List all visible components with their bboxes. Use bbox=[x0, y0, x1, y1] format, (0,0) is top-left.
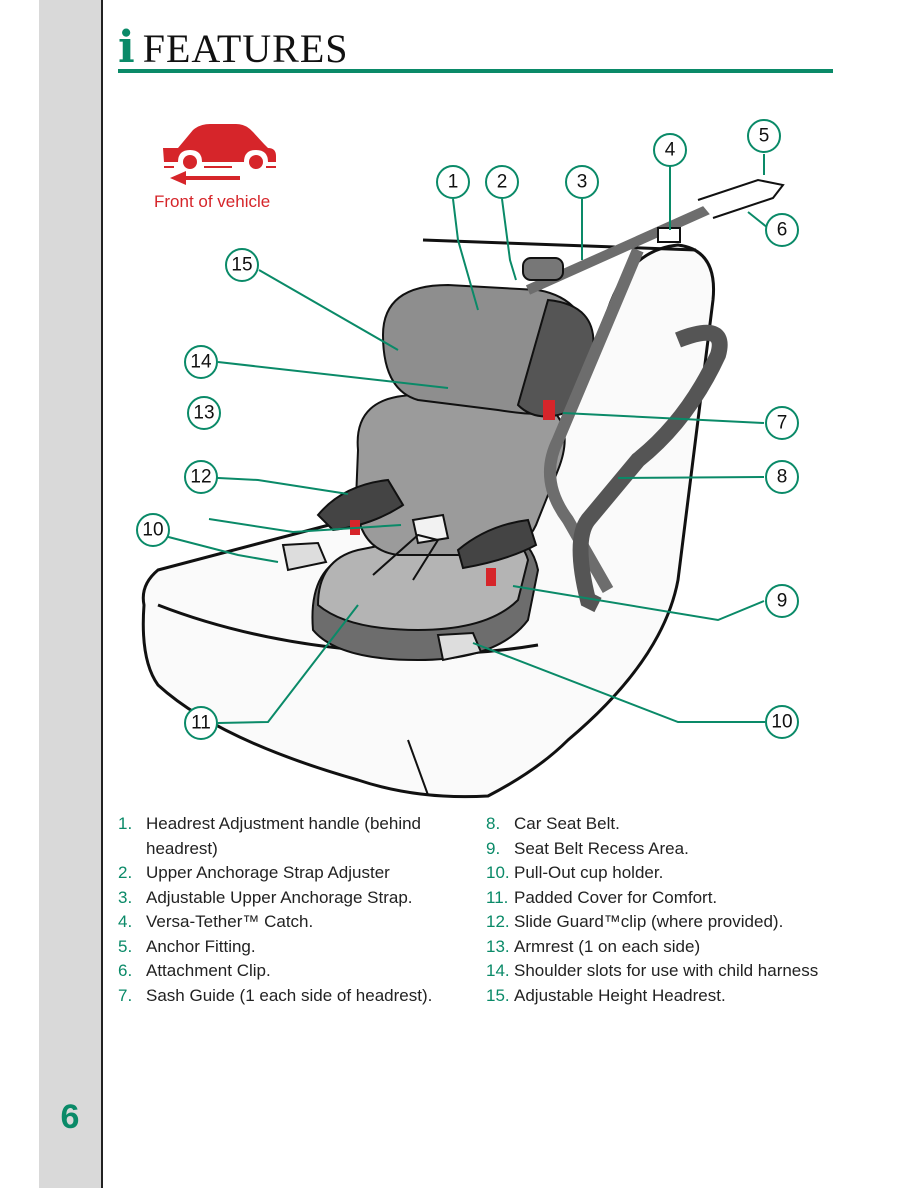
legend-item: 10.Pull-Out cup holder. bbox=[486, 863, 664, 882]
front-arrow-icon bbox=[170, 171, 240, 185]
legend-item: 14.Shoulder slots for use with child har… bbox=[486, 961, 819, 980]
title-rule bbox=[118, 69, 833, 73]
legend-right: 8.Car Seat Belt. 9.Seat Belt Recess Area… bbox=[486, 812, 836, 1008]
legend-item: 15.Adjustable Height Headrest. bbox=[486, 985, 726, 1005]
svg-text:13: 13 bbox=[193, 403, 214, 424]
callout-leader-lines bbox=[152, 154, 769, 724]
callout-9: 9 bbox=[765, 584, 799, 618]
svg-text:7: 7 bbox=[777, 413, 788, 434]
legend-item: 11.Padded Cover for Comfort. bbox=[486, 887, 718, 907]
page-sidebar bbox=[39, 0, 101, 1188]
callout-3: 3 bbox=[565, 165, 599, 199]
legend-item: 7.Sash Guide (1 each side of headrest). bbox=[118, 985, 433, 1005]
legend-item: 2.Upper Anchorage Strap Adjuster bbox=[118, 863, 390, 882]
callout-1: 1 bbox=[436, 165, 470, 199]
legend-item: 6.Attachment Clip. bbox=[118, 961, 271, 980]
svg-text:15: 15 bbox=[231, 255, 252, 276]
callout-5: 5 bbox=[747, 119, 781, 153]
page-title-text: FEATURES bbox=[142, 26, 349, 71]
svg-text:4: 4 bbox=[665, 140, 676, 161]
callout-10-second: 10 bbox=[765, 705, 799, 739]
front-of-vehicle-label: Front of vehicle bbox=[154, 192, 270, 211]
legend-item: 5.Anchor Fitting. bbox=[118, 936, 256, 956]
legend-item: 13.Armrest (1 on each side) bbox=[486, 936, 701, 956]
callout-11: 11 bbox=[184, 706, 218, 740]
legend-left: 1.Headrest Adjustment handle (behind hea… bbox=[118, 812, 468, 1008]
svg-text:5: 5 bbox=[759, 126, 770, 147]
svg-text:11: 11 bbox=[191, 713, 211, 734]
info-icon: i bbox=[118, 22, 135, 73]
svg-text:10: 10 bbox=[771, 712, 792, 733]
legend-item: 4.Versa-Tether™ Catch. bbox=[118, 912, 314, 931]
legend-item: 8.Car Seat Belt. bbox=[486, 814, 620, 833]
legend-item: 1.Headrest Adjustment handle (behind hea… bbox=[118, 814, 422, 858]
callout-13: 13 bbox=[187, 396, 221, 430]
legend-item: 12.Slide Guard™clip (where provided). bbox=[486, 912, 784, 931]
callout-15: 15 bbox=[225, 248, 259, 282]
sidebar-divider bbox=[101, 0, 103, 1188]
svg-text:1: 1 bbox=[448, 172, 459, 193]
car-icon bbox=[163, 124, 276, 169]
callout-8: 8 bbox=[765, 460, 799, 494]
page-number: 6 bbox=[60, 1098, 80, 1136]
svg-text:9: 9 bbox=[777, 591, 788, 612]
page-title: i FEATURES bbox=[118, 22, 349, 73]
features-diagram: Front of vehicle bbox=[136, 119, 799, 799]
callout-7: 7 bbox=[765, 406, 799, 440]
callout-14: 14 bbox=[184, 345, 218, 379]
svg-text:3: 3 bbox=[577, 172, 588, 193]
callout-4: 4 bbox=[653, 133, 687, 167]
svg-text:8: 8 bbox=[777, 467, 788, 488]
svg-text:2: 2 bbox=[497, 172, 508, 193]
svg-text:14: 14 bbox=[190, 352, 212, 373]
callout-12: 12 bbox=[184, 460, 218, 494]
svg-text:6: 6 bbox=[777, 220, 788, 241]
legend-item: 9.Seat Belt Recess Area. bbox=[486, 838, 689, 858]
svg-text:10: 10 bbox=[142, 520, 163, 541]
callout-6: 6 bbox=[765, 213, 799, 247]
seat-belt-illustration bbox=[522, 178, 785, 613]
callout-2: 2 bbox=[485, 165, 519, 199]
callout-10: 10 bbox=[136, 513, 170, 547]
legend-item: 3.Adjustable Upper Anchorage Strap. bbox=[118, 887, 413, 907]
svg-text:12: 12 bbox=[190, 467, 211, 488]
